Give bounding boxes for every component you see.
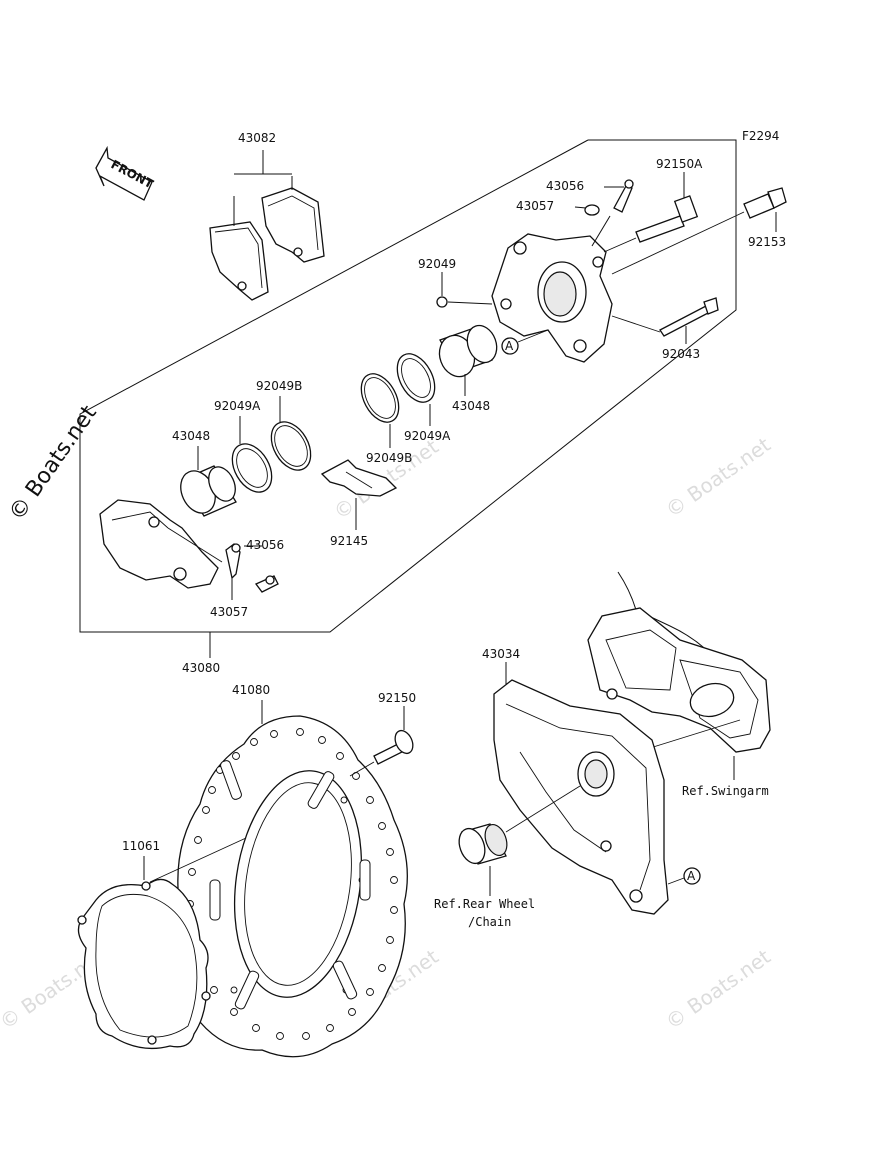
label-92150a: 92150A (656, 157, 703, 171)
bleed-cap-top (574, 204, 600, 216)
seal-b-right (360, 373, 400, 448)
bleed-valve-top (591, 179, 634, 247)
label-92049a-left: 92049A (214, 399, 261, 413)
label-43057-bottom: 43057 (210, 605, 248, 619)
label-41080: 41080 (232, 683, 270, 697)
watermark-3: © Boats.net (661, 944, 775, 1034)
spring-92145 (320, 459, 398, 530)
label-43056-bottom: 43056 (246, 538, 284, 552)
marker-a-top-letter: A (505, 339, 514, 353)
label-43034: 43034 (482, 647, 520, 661)
collar (458, 785, 581, 896)
swingarm (587, 571, 771, 780)
caliper-right-half (491, 233, 613, 363)
label-43048-right: 43048 (452, 399, 490, 413)
label-92049: 92049 (418, 257, 456, 271)
marker-a-bottom-letter: A (687, 869, 696, 883)
marker-a-top: A (501, 329, 549, 355)
label-92153: 92153 (748, 235, 786, 249)
piston-left (180, 446, 237, 517)
bleed-cap-bottom (225, 543, 241, 600)
caliper-left-half (99, 499, 223, 589)
label-92049b-right: 92049B (366, 451, 412, 465)
ref-rear-wheel-line1: Ref.Rear Wheel (434, 897, 535, 911)
bolt-92150a (603, 172, 699, 253)
watermark-1: © Boats.net (661, 432, 775, 522)
washer-92049 (436, 272, 493, 308)
pin-92043 (611, 297, 719, 344)
gasket-11061 (77, 837, 247, 1050)
ref-swingarm: Ref.Swingarm (682, 784, 769, 798)
label-92049b-left: 92049B (256, 379, 302, 393)
label-43048-left: 43048 (172, 429, 210, 443)
label-11061: 11061 (122, 839, 160, 853)
label-92150: 92150 (378, 691, 416, 705)
ref-rear-wheel-line2: /Chain (468, 915, 511, 929)
caliper-assy-frame (79, 139, 737, 633)
piston-right (438, 324, 498, 396)
bracket-43034 (493, 662, 669, 915)
bolt-92153 (611, 187, 787, 275)
brake-disc (171, 700, 408, 1058)
seal-b-left (270, 396, 312, 471)
label-43082: 43082 (238, 131, 276, 145)
watermark-side: © Boats.net (4, 401, 102, 526)
brake-pads (209, 150, 325, 301)
seal-a-left (231, 416, 273, 493)
seal-a-right (396, 353, 436, 426)
front-arrow-icon: FRONT (95, 145, 156, 201)
label-43057-top: 43057 (516, 199, 554, 213)
label-43056-top: 43056 (546, 179, 584, 193)
label-92145: 92145 (330, 534, 368, 548)
bleed-valve-bottom (244, 545, 279, 593)
disc-bolt-92150 (349, 706, 414, 777)
label-92043: 92043 (662, 347, 700, 361)
label-92049a-right: 92049A (404, 429, 451, 443)
figure-code: F2294 (742, 129, 779, 143)
marker-a-bottom: A (667, 867, 701, 885)
label-43080: 43080 (182, 661, 220, 675)
